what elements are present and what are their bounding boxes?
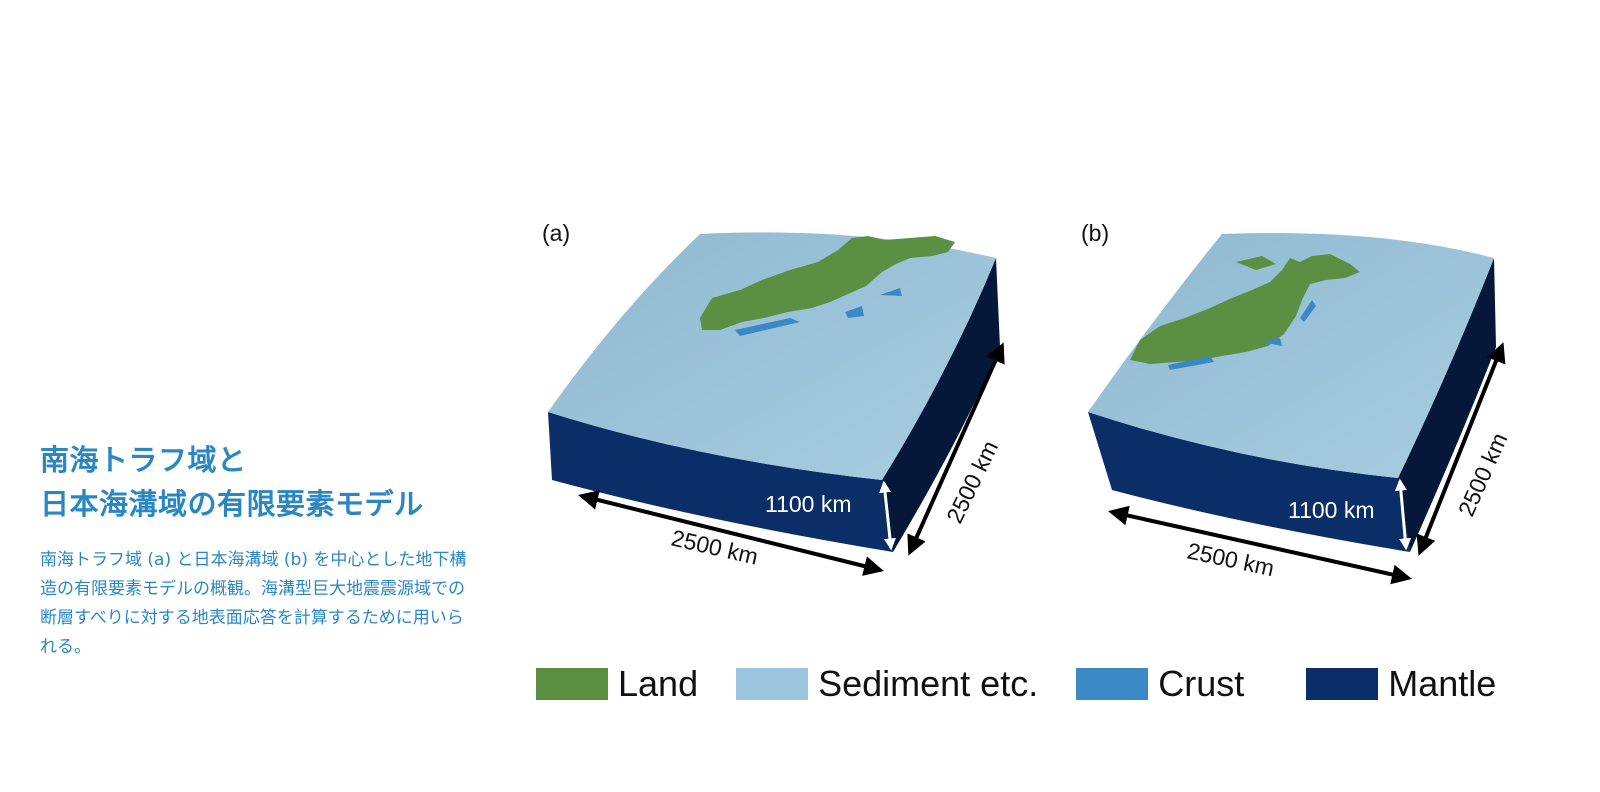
legend-swatch-sediment: [736, 668, 809, 700]
legend-label-land: Land: [618, 663, 699, 704]
legend-swatch-crust: [1076, 668, 1149, 700]
panel-a-depth-label: 1100 km: [765, 491, 852, 517]
caption: 南海トラフ域と 日本海溝域の有限要素モデル 南海トラフ域 (a) と日本海溝域 …: [40, 438, 490, 662]
legend-swatch-mantle: [1306, 668, 1379, 700]
panel-b-label: (b): [1081, 220, 1110, 246]
sediment-top-face-b: [1088, 233, 1494, 478]
legend-label-mantle: Mantle: [1388, 663, 1497, 704]
panel-a-dimensions: [578, 342, 1005, 576]
legend-item-crust: Crust: [1076, 663, 1244, 705]
legend: Land Sediment etc. Crust Mantle: [536, 663, 1534, 705]
legend-item-sediment: Sediment etc.: [736, 663, 1038, 705]
legend-swatch-land: [536, 668, 608, 700]
caption-title-line-1: 南海トラフ域と: [40, 443, 247, 477]
land-japan-a: [700, 236, 955, 330]
land-japan-b: [1130, 254, 1360, 364]
crust-trench-b: [1168, 300, 1316, 370]
legend-item-land: Land: [536, 663, 698, 705]
legend-item-mantle: Mantle: [1306, 663, 1496, 705]
panel-a-width-label: 2500 km: [669, 525, 761, 570]
legend-label-sediment: Sediment etc.: [818, 663, 1039, 704]
panel-a-label: (a): [542, 220, 571, 246]
caption-description: 南海トラフ域 (a) と日本海溝域 (b) を中心とした地下構造の有限要素モデル…: [40, 550, 467, 657]
caption-title-line-2: 日本海溝域の有限要素モデル: [40, 487, 424, 521]
crust-trench-a: [735, 288, 902, 336]
panel-b-depth-label: 1100 km: [1288, 497, 1375, 523]
panel-b-dimensions: [1108, 342, 1506, 585]
legend-label-crust: Crust: [1158, 663, 1245, 704]
